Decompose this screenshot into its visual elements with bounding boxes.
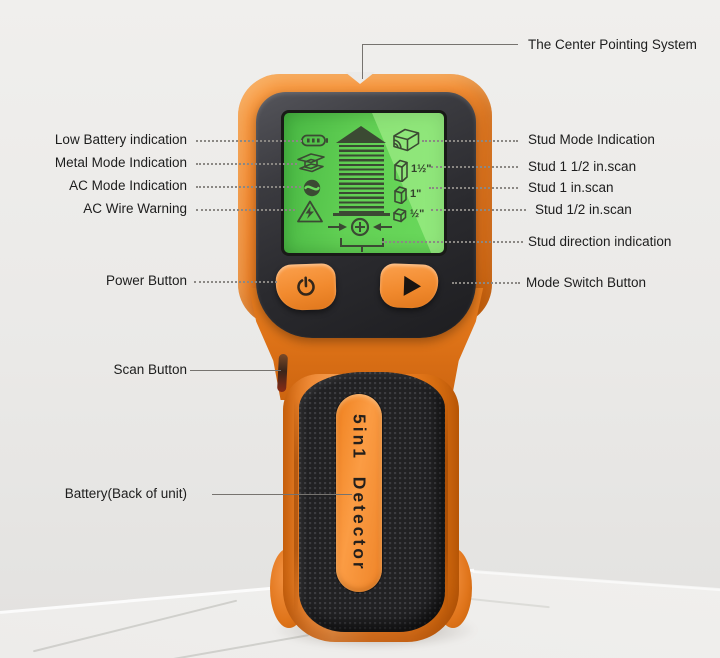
leader-line-stud-1 <box>429 187 518 189</box>
label-stud-direction: Stud direction indication <box>528 234 672 249</box>
center-pointing-notch <box>345 72 375 84</box>
label-scan-button: Scan Button <box>113 362 187 377</box>
label-center-pointing: The Center Pointing System <box>528 37 697 52</box>
leader-line-battery-back <box>212 494 352 495</box>
leader-line-mode-switch <box>452 282 520 284</box>
ac-warning-icon <box>296 199 324 224</box>
leader-line-stud-mode <box>422 140 518 142</box>
leader-line-stud-direction <box>382 241 523 243</box>
leader-line-ac-mode <box>196 186 301 188</box>
stud-0-5-in-icon <box>392 206 409 223</box>
leader-line-ac-warning <box>196 209 295 211</box>
signal-baseline <box>333 213 390 216</box>
metal-mode-icon <box>296 151 326 175</box>
center-target-icon <box>327 216 393 238</box>
leader-line-center-pointing-drop <box>362 44 363 79</box>
label-low-battery: Low Battery indication <box>54 132 187 147</box>
power-icon <box>297 276 315 296</box>
stud-1-size-label: 1" <box>410 188 422 200</box>
leader-line-low-battery <box>196 140 302 142</box>
label-ac-mode: AC Mode Indication <box>69 178 187 193</box>
lcd-screen: 1½" 1" ½" <box>281 110 447 256</box>
stud-1-5-size-label: 1½" <box>411 163 432 175</box>
brand-pill: 5in1 Detector <box>336 394 382 592</box>
leader-line-power-button <box>194 281 277 283</box>
label-stud-0-5: Stud 1/2 in.scan <box>535 202 632 217</box>
play-icon <box>403 275 421 297</box>
power-button <box>275 262 337 312</box>
label-stud-1: Stud 1 in.scan <box>528 180 614 195</box>
stud-signal-bars-icon <box>339 145 384 215</box>
stud-signal-roof-icon <box>336 126 386 143</box>
stud-mode-wood-icon <box>391 127 421 153</box>
stud-1-in-icon <box>393 185 409 204</box>
leader-line-stud-1-5 <box>431 166 518 168</box>
label-stud-1-5: Stud 1 1/2 in.scan <box>528 159 637 174</box>
grip-groove <box>444 398 448 613</box>
leader-line-center-pointing <box>362 44 518 45</box>
stud-direction-bracket <box>340 238 384 252</box>
leader-line-stud-0-5 <box>431 209 526 211</box>
label-mode-switch: Mode Switch Button <box>526 275 647 290</box>
low-battery-icon <box>301 134 328 147</box>
label-power-button: Power Button <box>105 273 187 288</box>
stud-1-5-in-icon <box>393 158 410 182</box>
brand-label: 5in1 Detector <box>349 414 370 572</box>
label-ac-warning: AC Wire Warning <box>83 201 187 216</box>
stud-0-5-size-label: ½" <box>410 208 425 220</box>
grip-groove <box>294 398 298 613</box>
ac-mode-icon <box>303 179 321 197</box>
leader-line-scan-button <box>190 370 281 371</box>
label-stud-mode: Stud Mode Indication <box>528 132 655 147</box>
label-metal-mode: Metal Mode Indication <box>54 155 187 170</box>
leader-line-metal-mode <box>196 163 297 165</box>
label-battery-back: Battery(Back of unit) <box>64 486 187 501</box>
